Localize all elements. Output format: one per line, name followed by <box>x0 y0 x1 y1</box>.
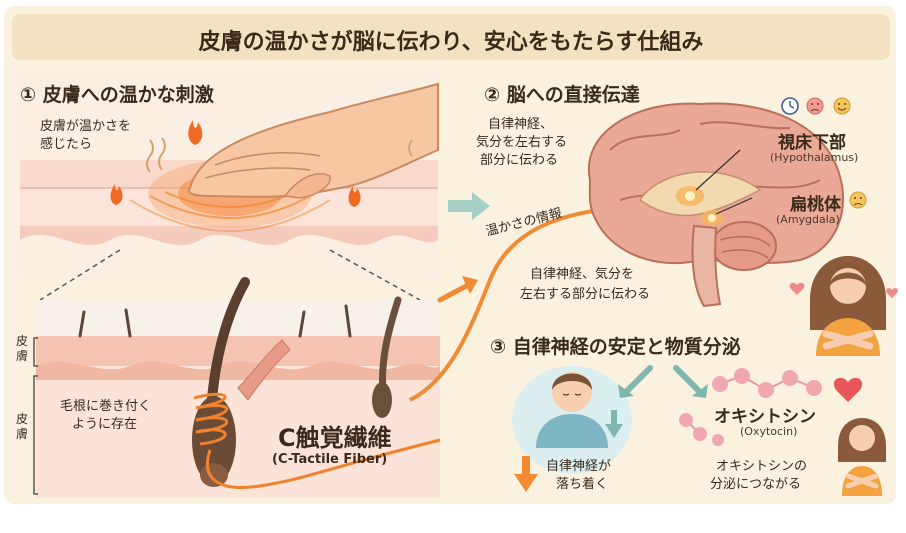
teal-arrow-icon <box>448 192 490 220</box>
layer-label-skin: 皮膚 <box>16 334 29 363</box>
heart-icon <box>833 377 863 402</box>
section2-desc-line3: 部分に伝わる <box>480 153 559 168</box>
secretion-line1: オキシトシンの <box>716 459 808 474</box>
fiber-name: C触覚繊維 <box>278 424 392 452</box>
amygdala-label-en: (Amygdala) <box>776 213 840 226</box>
down-arrow-icon <box>514 456 538 492</box>
section1-caption-line1: 皮膚が温かさを <box>40 119 132 134</box>
hand-illustration <box>188 82 439 199</box>
section1-heading: ① 皮膚への温かな刺激 <box>20 84 214 106</box>
section2-lower-line2: 左右する部分に伝わる <box>520 287 651 302</box>
calm-line2: 落ち着く <box>556 477 609 492</box>
section2-desc-line2: 気分を左右する <box>476 135 568 150</box>
section3-heading: ③ 自律神経の安定と物質分泌 <box>490 336 741 358</box>
section2-heading: ② 脳への直接伝達 <box>484 84 640 106</box>
oxytocin-label: オキシトシン <box>714 407 816 427</box>
woman-hug-small-illustration <box>838 418 886 496</box>
secretion-line2: 分泌につながる <box>710 477 802 492</box>
hypothalamus-label-en: (Hypothalamus) <box>770 151 859 164</box>
hypothalamus-label: 視床下部 <box>778 133 846 153</box>
flame-icon <box>110 120 413 207</box>
oxytocin-label-en: (Oxytocin) <box>740 425 798 438</box>
skin-cross-section <box>33 277 441 498</box>
smile-face-icon <box>833 97 851 115</box>
amygdala-label: 扁桃体 <box>790 195 841 215</box>
layer-label-dermis: 皮膚 <box>16 412 29 441</box>
calm-person-illustration <box>512 366 632 474</box>
section2-desc-line1: 自律神経、 <box>488 117 554 132</box>
woman-hug-illustration <box>789 256 898 356</box>
sad-face-icon <box>806 97 824 115</box>
title-band <box>12 14 890 60</box>
brain-illustration <box>587 102 845 308</box>
sad-face-icon <box>849 191 867 209</box>
clock-icon <box>781 97 799 115</box>
hair-root-line1: 毛根に巻き付く <box>60 399 152 414</box>
hair-root-line2: ように存在 <box>72 417 138 432</box>
page-title: 皮膚の温かさが脳に伝わり、安心をもたらす仕組み <box>198 30 704 55</box>
calm-line1: 自律神経が <box>546 459 612 474</box>
section1-caption-line2: 感じたら <box>40 137 93 152</box>
fiber-name-en: (C-Tactile Fiber) <box>272 452 388 467</box>
oxytocin-molecules <box>679 368 822 446</box>
section2-lower-line1: 自律神経、気分を <box>530 267 635 282</box>
teal-arrow-icon <box>618 365 708 398</box>
